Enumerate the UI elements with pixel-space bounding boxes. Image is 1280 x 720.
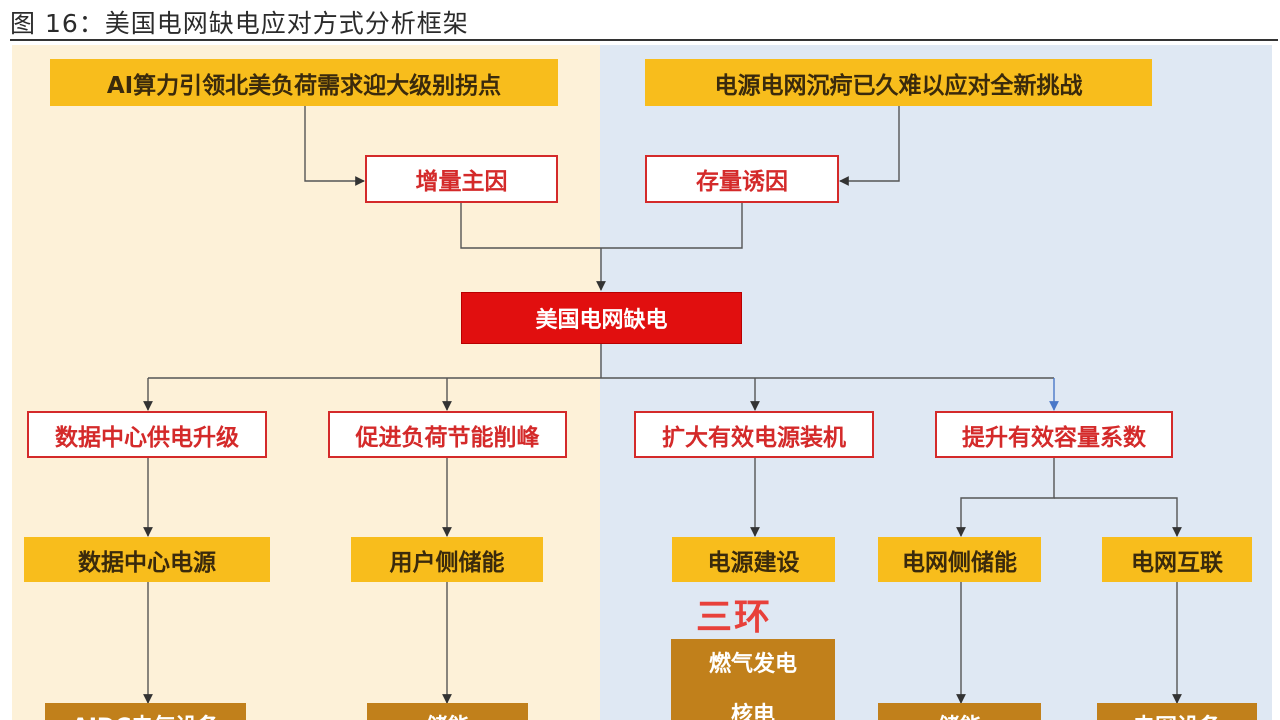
node-strategy-load-peak: 促进负荷节能削峰	[328, 411, 567, 458]
figure-title: 图 16：美国电网缺电应对方式分析框架	[10, 9, 469, 38]
node-aidc-equipment: AIDC电气设备	[45, 703, 246, 720]
link-strat-4-split-right	[1054, 497, 1182, 537]
watermark-text: 三环	[696, 597, 773, 638]
node-storage-left: 储能	[367, 703, 528, 720]
node-stock-cause: 存量诱因	[645, 155, 839, 203]
node-grid-interconnect: 电网互联	[1102, 537, 1252, 582]
node-grid-legacy: 电源电网沉疴已久难以应对全新挑战	[645, 59, 1152, 106]
node-grid-equipment: 电网设备	[1097, 703, 1257, 720]
node-nuclear: 核电	[671, 685, 835, 720]
node-strategy-dc-power: 数据中心供电升级	[27, 411, 267, 458]
link-top-right-to-stock	[839, 106, 900, 186]
node-increment-cause: 增量主因	[365, 155, 558, 203]
node-gas-generation: 燃气发电	[671, 639, 835, 685]
node-user-storage: 用户侧储能	[351, 537, 543, 582]
node-storage-right: 储能	[878, 703, 1041, 720]
node-strategy-capacity-factor: 提升有效容量系数	[935, 411, 1173, 458]
node-us-grid-shortage: 美国电网缺电	[461, 292, 742, 344]
link-top-left-to-increment	[304, 106, 365, 186]
node-dc-power-source: 数据中心电源	[24, 537, 270, 582]
link-causes-merge	[460, 203, 743, 249]
node-strategy-expand-generation: 扩大有效电源装机	[634, 411, 874, 458]
node-power-construction: 电源建设	[672, 537, 835, 582]
link-strat-4-split	[956, 458, 1055, 537]
node-grid-storage: 电网侧储能	[878, 537, 1041, 582]
title-rule	[10, 39, 1278, 41]
node-ai-demand: AI算力引领北美负荷需求迎大级别拐点	[50, 59, 558, 106]
